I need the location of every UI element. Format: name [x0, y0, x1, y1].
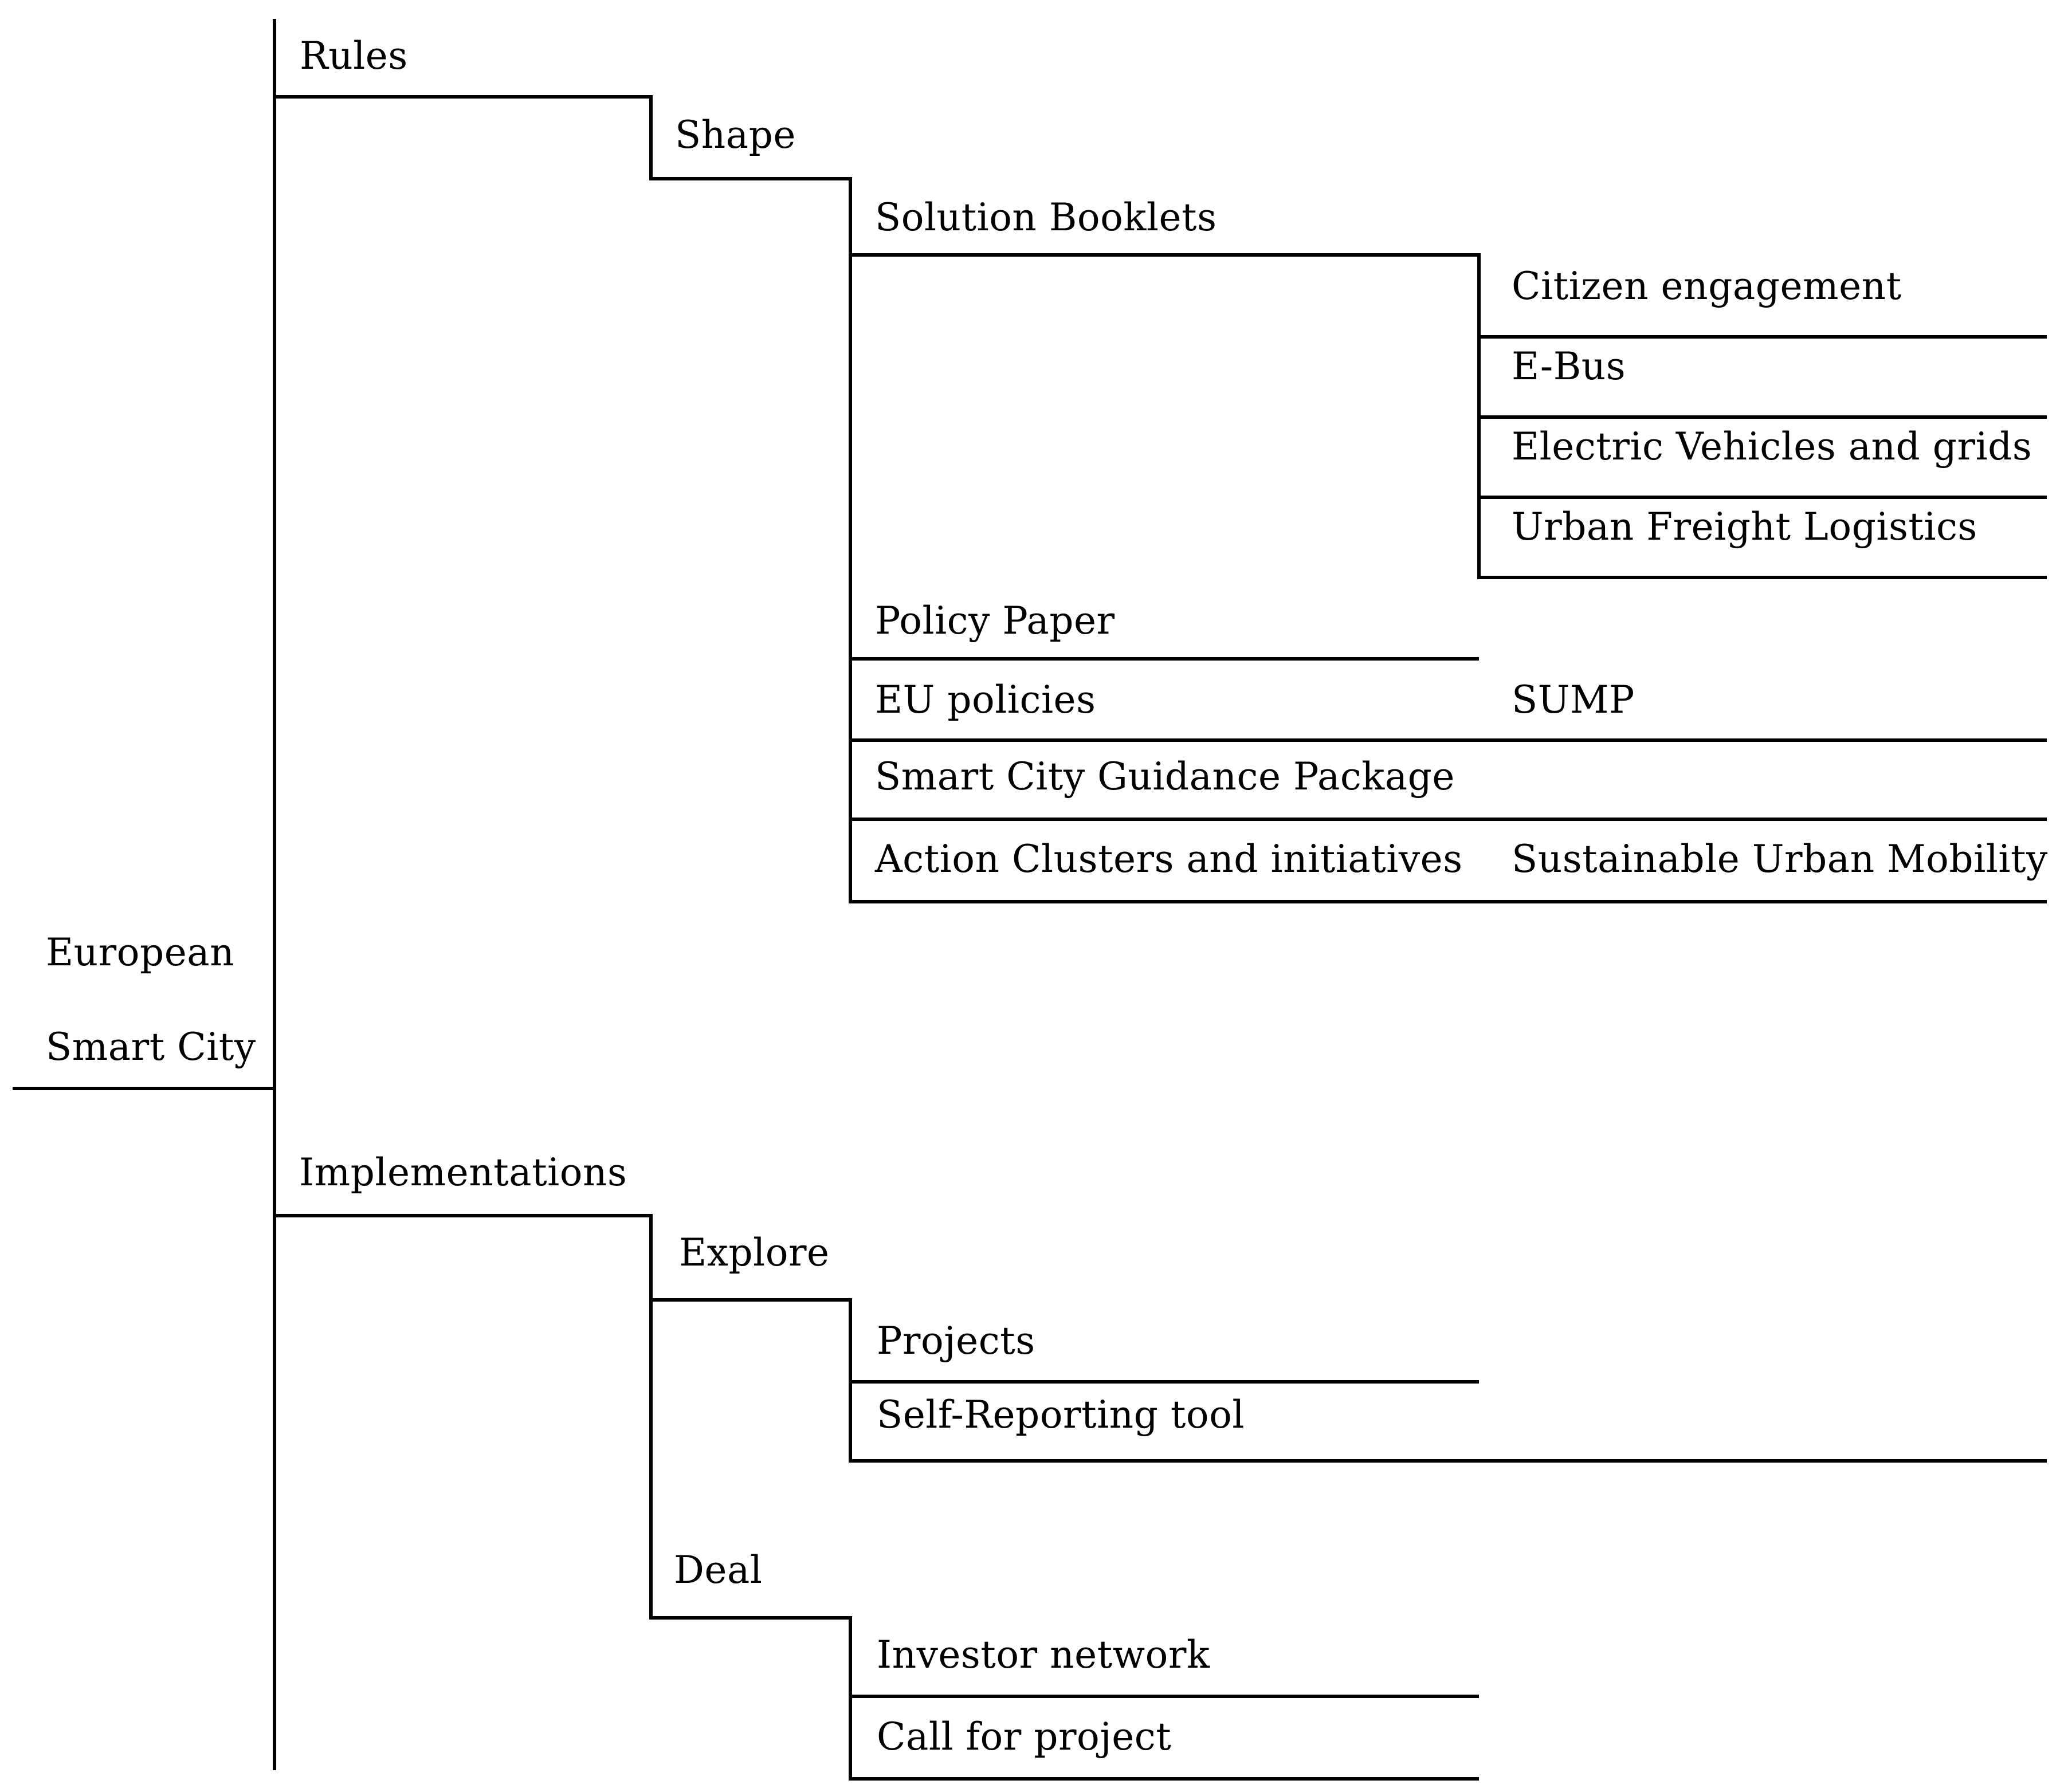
- connector-shape-underline: [649, 177, 852, 180]
- connector-shape-subtree-vertical: [849, 177, 852, 903]
- root-label-line2: Smart City: [46, 1025, 256, 1069]
- connector-implementations-vertical: [649, 1214, 653, 1620]
- connector-root-underline: [13, 1087, 276, 1090]
- node-label-implementations: Implementations: [299, 1150, 627, 1194]
- connector-projects-underline: [849, 1380, 1479, 1384]
- node-label-call-for-project: Call for project: [877, 1715, 1172, 1759]
- node-label-citizen-engagement: Citizen engagement: [1512, 264, 1902, 308]
- connector-explore-underline: [649, 1298, 852, 1302]
- connector-action-clusters-underline: [849, 900, 2047, 903]
- connector-eu-policies-underline: [849, 738, 2047, 742]
- node-label-solution-booklets: Solution Booklets: [875, 195, 1217, 239]
- connector-solution-booklets-underline: [849, 253, 1481, 257]
- node-label-urban-freight: Urban Freight Logistics: [1512, 505, 1977, 549]
- node-label-sustainable-urban-mobility: Sustainable Urban Mobility: [1512, 837, 2048, 881]
- connector-rules-shape-vertical: [649, 95, 653, 180]
- connector-ebus-underline: [1477, 415, 2047, 419]
- node-label-electric-vehicles: Electric Vehicles and grids: [1512, 425, 2032, 469]
- node-label-action-clusters: Action Clusters and initiatives: [875, 837, 1463, 881]
- node-label-investor-network: Investor network: [877, 1633, 1210, 1677]
- connector-policy-paper-underline: [849, 657, 1479, 661]
- connector-implementations-underline: [273, 1214, 653, 1217]
- node-label-sump: SUMP: [1512, 678, 1635, 722]
- connector-urban-underline: [1477, 576, 2047, 579]
- node-label-e-bus: E-Bus: [1512, 344, 1626, 388]
- connector-deal-underline: [649, 1616, 852, 1620]
- node-label-self-reporting-tool: Self-Reporting tool: [877, 1393, 1245, 1437]
- node-label-deal: Deal: [674, 1548, 763, 1592]
- node-label-smart-city-guidance: Smart City Guidance Package: [875, 754, 1455, 799]
- connector-citizen-underline: [1477, 335, 2047, 339]
- connector-rules-underline: [273, 95, 653, 99]
- connector-smart-city-guidance-underline: [849, 818, 2047, 821]
- node-label-projects: Projects: [877, 1319, 1035, 1363]
- connector-investor-underline: [849, 1695, 1479, 1698]
- connector-deal-vertical: [849, 1616, 852, 1781]
- node-label-shape: Shape: [675, 113, 796, 157]
- connector-electric-underline: [1477, 496, 2047, 499]
- root-label-line1: European: [46, 930, 235, 974]
- connector-call-underline: [849, 1777, 1479, 1781]
- node-label-explore: Explore: [679, 1231, 830, 1275]
- node-label-eu-policies: EU policies: [875, 678, 1096, 722]
- node-label-policy-paper: Policy Paper: [875, 599, 1115, 643]
- node-label-rules: Rules: [300, 34, 408, 78]
- connector-self-reporting-underline: [849, 1459, 2047, 1463]
- connector-main-vertical: [273, 19, 276, 1770]
